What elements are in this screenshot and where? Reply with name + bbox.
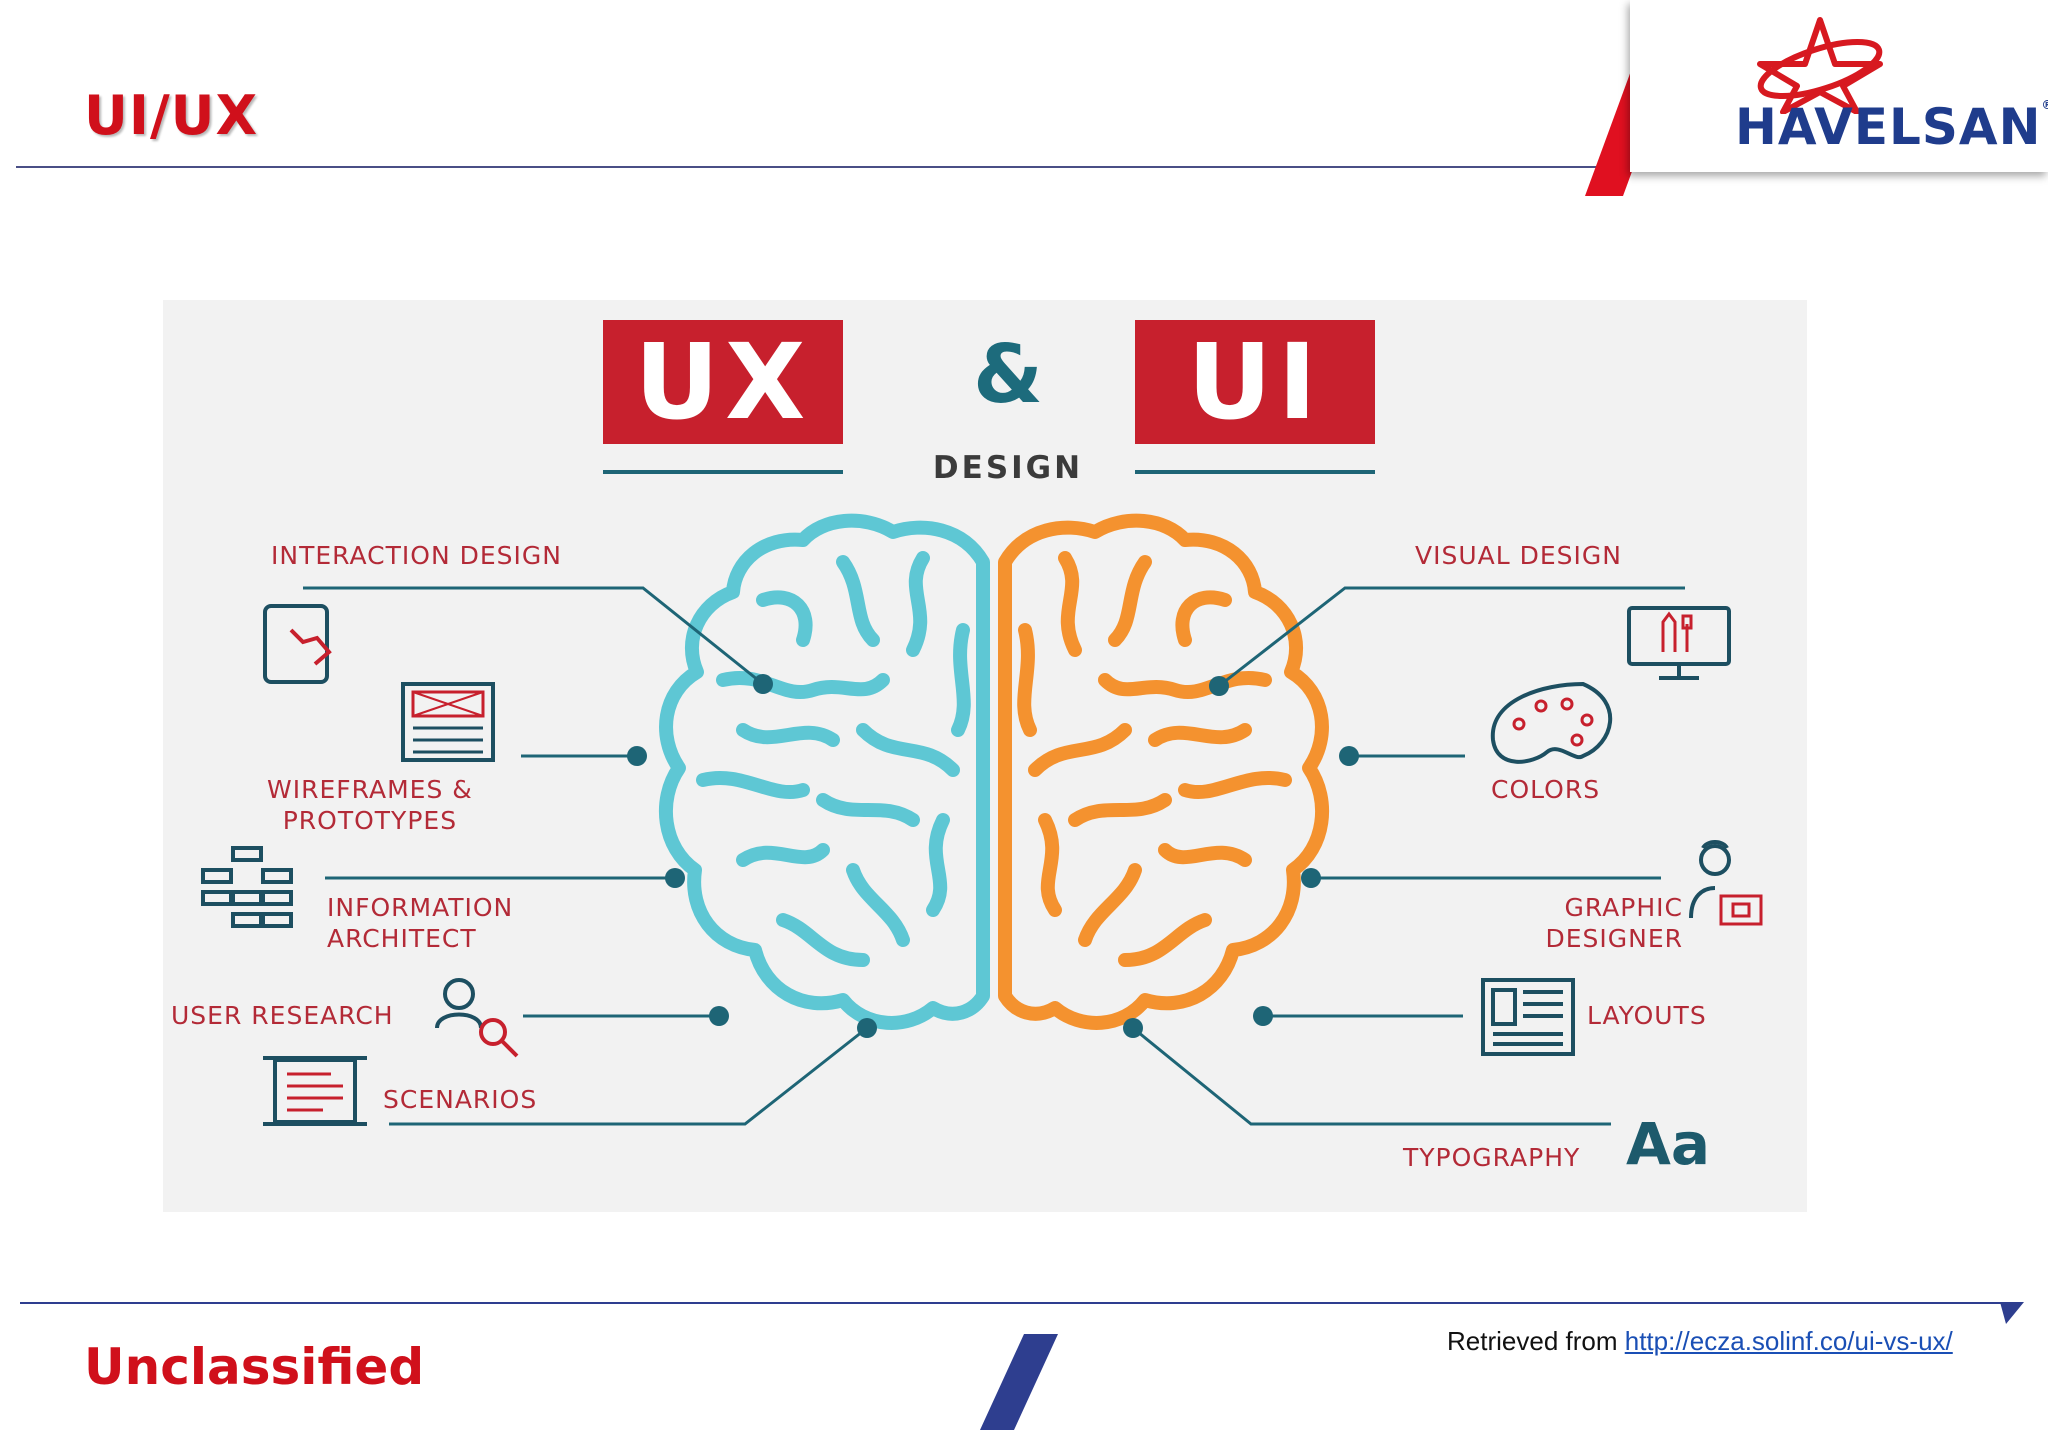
label-graphic-line1: GRAPHIC [1564, 893, 1683, 922]
dot [709, 1006, 729, 1026]
tablet-touch-icon [263, 604, 332, 684]
label-interaction-design: INTERACTION DESIGN [271, 541, 562, 570]
connector-visual [1218, 586, 1685, 688]
layout-icon [1481, 978, 1575, 1056]
label-scenarios: SCENARIOS [383, 1085, 538, 1114]
label-information-line1: INFORMATION [327, 893, 514, 922]
label-information-architect: INFORMATION ARCHITECT [327, 892, 513, 954]
logo-text: HAVELSAN [1735, 98, 2042, 156]
label-wireframes: WIREFRAMES & PROTOTYPES [267, 774, 473, 836]
ui-heading: UI [1135, 320, 1375, 444]
ampersand: & [973, 328, 1043, 421]
ux-underline [603, 470, 843, 474]
label-user-research: USER RESEARCH [171, 1001, 394, 1030]
label-graphic-line2: DESIGNER [1545, 924, 1683, 953]
dot [627, 746, 647, 766]
footer-corner-accent [2000, 1302, 2024, 1324]
connector-typography [1132, 1026, 1611, 1126]
connector-scenarios [389, 1026, 868, 1126]
dot [1301, 868, 1321, 888]
dot [857, 1018, 877, 1038]
designer-icon [1689, 840, 1763, 926]
dot [1253, 1006, 1273, 1026]
document-scroll-icon [263, 1056, 367, 1126]
ux-heading: UX [603, 320, 843, 444]
infographic-graphics [201, 470, 1763, 1126]
label-wireframes-line1: WIREFRAMES & [267, 775, 473, 804]
registered-mark: ® [2041, 98, 2048, 112]
connector-dots [627, 674, 1359, 1038]
wireframe-icon [401, 682, 495, 762]
label-colors: COLORS [1491, 775, 1601, 804]
monitor-tools-icon [1627, 606, 1731, 680]
source-link[interactable]: http://ecza.solinf.co/ui-vs-ux/ [1624, 1326, 1953, 1356]
label-information-line2: ARCHITECT [327, 924, 477, 953]
slide-title: UI/UX [84, 84, 259, 147]
label-typography: TYPOGRAPHY [1403, 1143, 1581, 1172]
footer-blue-slash [980, 1334, 1058, 1430]
dot [753, 674, 773, 694]
footer-divider [20, 1302, 2010, 1304]
typography-sample-icon: Aa [1626, 1110, 1711, 1178]
ux-brain [658, 513, 990, 1030]
logo-star-icon [1757, 17, 1883, 114]
connector-lines [303, 586, 1685, 1126]
design-subheading: DESIGN [932, 450, 1084, 486]
ui-underline [1135, 470, 1375, 474]
palette-icon [1490, 681, 1612, 764]
user-search-icon [435, 978, 519, 1058]
label-graphic-designer: GRAPHIC DESIGNER [1503, 892, 1683, 954]
source-credit: Retrieved from http://ecza.solinf.co/ui-… [1447, 1326, 1953, 1357]
classification-label: Unclassified [84, 1338, 425, 1396]
dot [665, 868, 685, 888]
credit-prefix: Retrieved from [1447, 1326, 1625, 1356]
label-layouts: LAYOUTS [1587, 1001, 1707, 1030]
label-wireframes-line2: PROTOTYPES [282, 806, 458, 835]
ui-brain [998, 513, 1330, 1030]
sitemap-icon [201, 846, 293, 928]
dot [1339, 746, 1359, 766]
ux-ui-infographic: UX & UI DESIGN INTERACTION DESIGN WIREFR… [163, 300, 1807, 1212]
dot [1209, 676, 1229, 696]
connector-interaction [303, 586, 764, 686]
dot [1123, 1018, 1143, 1038]
logo-wordmark: HAVELSAN® [1735, 98, 2048, 156]
header-divider [16, 166, 1606, 168]
label-visual-design: VISUAL DESIGN [1415, 541, 1622, 570]
